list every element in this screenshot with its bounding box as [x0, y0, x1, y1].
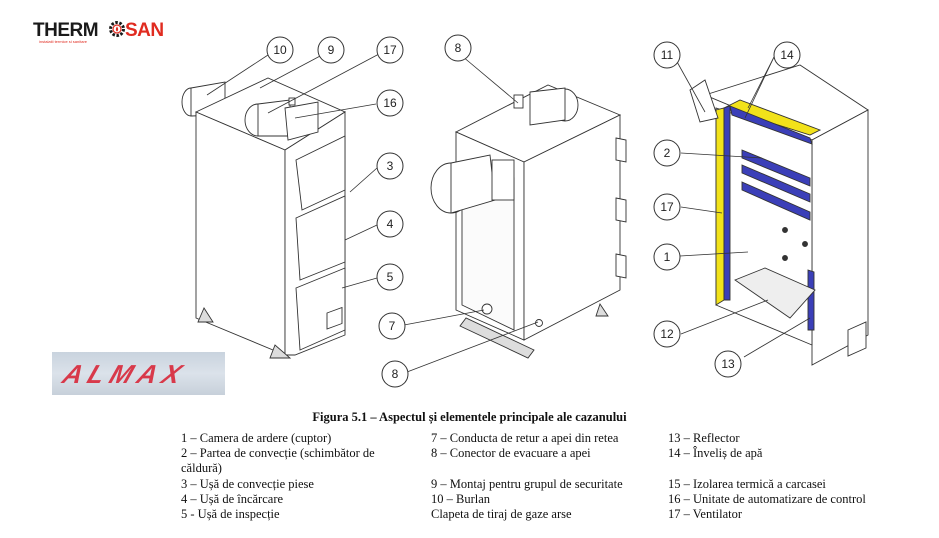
- callout-1: 1: [653, 243, 681, 271]
- legend-item: 17 – Ventilator: [668, 507, 743, 522]
- almax-text: ALMAX: [58, 359, 193, 389]
- svg-text:2: 2: [664, 146, 671, 160]
- callout-3: 3: [376, 152, 404, 180]
- legend-item: 7 – Conducta de retur a apei din retea: [431, 431, 619, 445]
- leader-lines: [206, 53, 811, 373]
- svg-text:8: 8: [392, 367, 399, 381]
- svg-text:9: 9: [328, 43, 335, 57]
- svg-text:7: 7: [389, 319, 396, 333]
- legend-item: 5 - Ușă de inspecție: [181, 507, 280, 522]
- door-5: [295, 267, 346, 351]
- svg-text:4: 4: [387, 217, 394, 231]
- svg-text:17: 17: [660, 200, 674, 214]
- almax-badge: ALMAX: [52, 352, 225, 395]
- insulation-top: [722, 99, 822, 136]
- legend-column-3: 13 – Reflector 14 – Înveliș de apă 15 – …: [668, 431, 866, 522]
- callout-13: 13: [714, 350, 742, 378]
- door-3: [295, 135, 346, 211]
- legend-item: 2 – Partea de convecție (schimbător de: [181, 446, 375, 461]
- callout-8-bottom: 8: [381, 360, 409, 388]
- gear-icon: [109, 21, 125, 37]
- callout-17: 17: [376, 36, 404, 64]
- svg-text:13: 13: [721, 357, 735, 371]
- door-4: [295, 195, 346, 281]
- svg-text:8: 8: [455, 41, 462, 55]
- svg-text:1: 1: [664, 250, 671, 264]
- figure-caption: Figura 5.1 – Aspectul și elementele prin…: [312, 410, 627, 424]
- legend-item: [431, 461, 623, 476]
- svg-text:10: 10: [273, 43, 287, 57]
- legend-item: Clapeta de tiraj de gaze arse: [431, 507, 572, 522]
- legend-item: 4 – Ușă de încărcare: [181, 491, 284, 506]
- callout-9: 9: [317, 36, 345, 64]
- callout-8-top: 8: [444, 34, 472, 62]
- callout-7: 7: [378, 312, 406, 340]
- callout-4: 4: [376, 210, 404, 238]
- legend-item: [668, 461, 866, 476]
- callout-12: 12: [653, 320, 681, 348]
- boiler-figure: 10 9 17 16 3 4 5 8 7 8 11 14 2 17 1 12 1…: [181, 34, 869, 388]
- callout-11: 11: [653, 41, 681, 69]
- callout-5: 5: [376, 263, 404, 291]
- legend-item: 14 – Înveliș de apă: [668, 446, 763, 461]
- logo-text-dark: THERM: [33, 20, 99, 41]
- legend-item: căldură): [181, 461, 222, 476]
- legend-column-1: 1 – Camera de ardere (cuptor) 2 – Partea…: [181, 431, 411, 522]
- legend-item: 3 – Ușă de convecție piese: [181, 476, 314, 491]
- legend-item: 13 – Reflector: [668, 431, 740, 445]
- callout-14: 14: [773, 41, 801, 69]
- callout-10: 10: [266, 36, 294, 64]
- water-jacket-top: [729, 105, 813, 145]
- logo-tagline: instalatii termice si sanitare: [39, 39, 88, 44]
- control-unit: [284, 101, 319, 141]
- svg-text:14: 14: [780, 48, 794, 62]
- svg-text:16: 16: [383, 96, 397, 110]
- callout-2: 2: [653, 139, 681, 167]
- front-view-drawing: [181, 77, 346, 359]
- rear-view-drawing: [430, 84, 627, 359]
- svg-text:11: 11: [661, 48, 674, 62]
- svg-text:5: 5: [387, 270, 394, 284]
- legend-item: 15 – Izolarea termică a carcasei: [668, 476, 826, 491]
- insulation-left: [715, 107, 725, 306]
- logo-text-red: SAN: [125, 20, 164, 41]
- svg-text:17: 17: [383, 43, 397, 57]
- section-view-drawing: [689, 64, 869, 366]
- water-jacket-left: [723, 105, 731, 301]
- legend-item: 8 – Conector de evacuare a apei: [431, 446, 591, 461]
- legend-item: 16 – Unitate de automatizare de control: [668, 491, 866, 506]
- svg-text:3: 3: [387, 159, 394, 173]
- callout-17-section: 17: [653, 193, 681, 221]
- legend-item: 1 – Camera de ardere (cuptor): [181, 431, 332, 445]
- legend-item: 9 – Montaj pentru grupul de securitate: [431, 476, 623, 491]
- legend-column-2: 7 – Conducta de retur a apei din retea 8…: [431, 431, 623, 522]
- legend-item: 10 – Burlan: [431, 491, 491, 506]
- svg-text:12: 12: [660, 327, 674, 341]
- callout-16: 16: [376, 89, 404, 117]
